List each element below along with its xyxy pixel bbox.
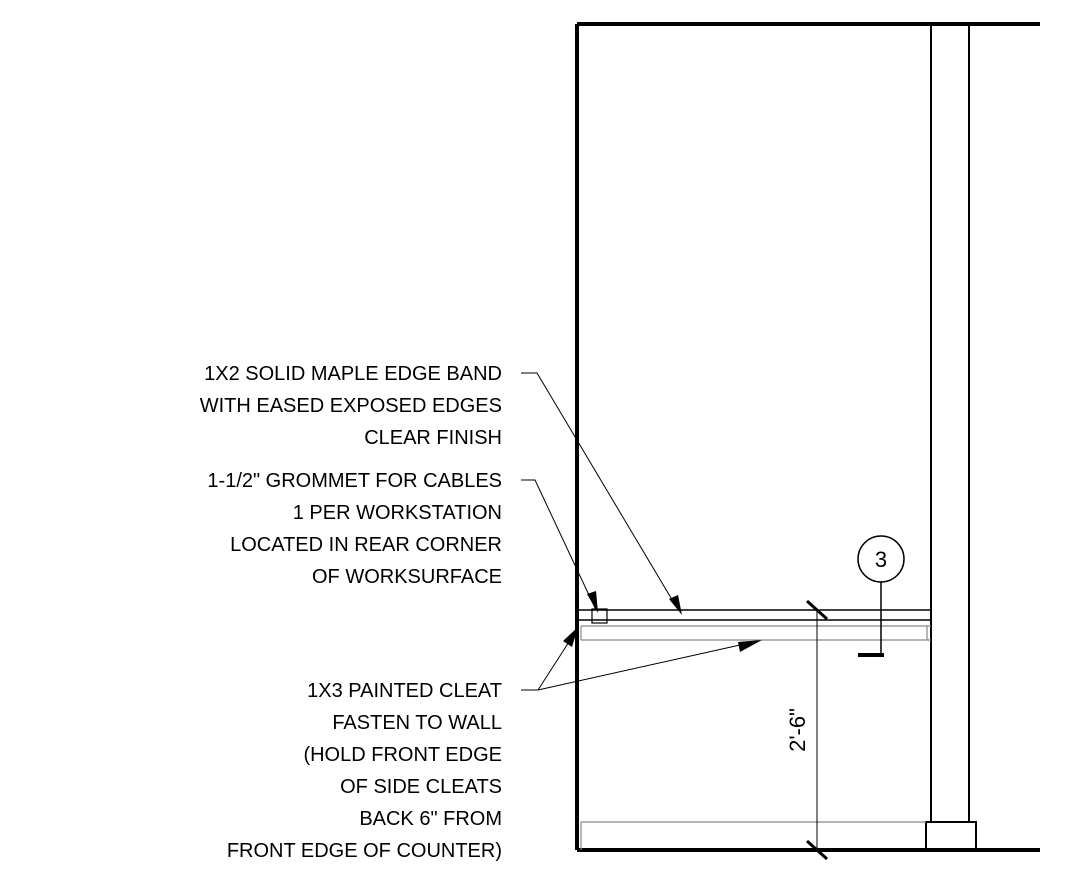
grommet-symbol [591,608,608,624]
note-grommet-line-1: 1-1/2" GROMMET FOR CABLES [207,470,502,492]
leader-grommet [521,479,598,613]
section-marker: 3 [857,535,905,657]
leader-cleat-to-cleat [537,640,759,691]
dimension [805,599,829,861]
note-cleat-line-6: FRONT EDGE OF COUNTER) [227,840,502,862]
dimension-tick-bottom [805,839,829,861]
column [925,24,977,851]
note-grommet-line-2: 1 PER WORKSTATION [293,502,502,524]
note-cleat-line-2: FASTEN TO WALL [332,712,502,734]
dimension-label: 2'-6" [785,708,810,752]
leader-cleat-arrow-cleat [738,640,762,652]
leader-edge-band-line [521,372,678,609]
note-grommet-line-3: LOCATED IN REAR CORNER [230,534,502,556]
note-edge-band-line-1: 1X2 SOLID MAPLE EDGE BAND [204,363,502,385]
dimension-tick-top [805,599,829,621]
leader-edge-band-arrow [669,595,682,615]
section-tag-number: 3 [875,547,887,572]
note-cleat-line-5: BACK 6" FROM [359,808,502,830]
note-edge-band: 1X2 SOLID MAPLE EDGE BAND WITH EASED EXP… [200,363,502,449]
note-edge-band-line-2: WITH EASED EXPOSED EDGES [200,395,502,417]
leader-cleat-arrow-wall [563,627,578,647]
note-cleat-line-3: (HOLD FRONT EDGE [303,744,502,766]
leader-grommet-arrow [587,591,598,613]
worksurface [577,608,931,641]
leader-edge-band [521,372,682,615]
leader-grommet-line [521,479,597,611]
note-cleat: 1X3 PAINTED CLEAT FASTEN TO WALL (HOLD F… [227,680,502,862]
note-edge-band-line-3: CLEAR FINISH [364,427,502,449]
note-grommet: 1-1/2" GROMMET FOR CABLES 1 PER WORKSTAT… [207,470,502,588]
leader-cleat [521,627,762,691]
note-grommet-line-4: OF WORKSURFACE [312,566,502,588]
lower-cleat [580,821,926,850]
column-base [925,821,977,851]
note-cleat-line-4: OF SIDE CLEATS [340,776,502,798]
note-cleat-line-1: 1X3 PAINTED CLEAT [307,680,502,702]
